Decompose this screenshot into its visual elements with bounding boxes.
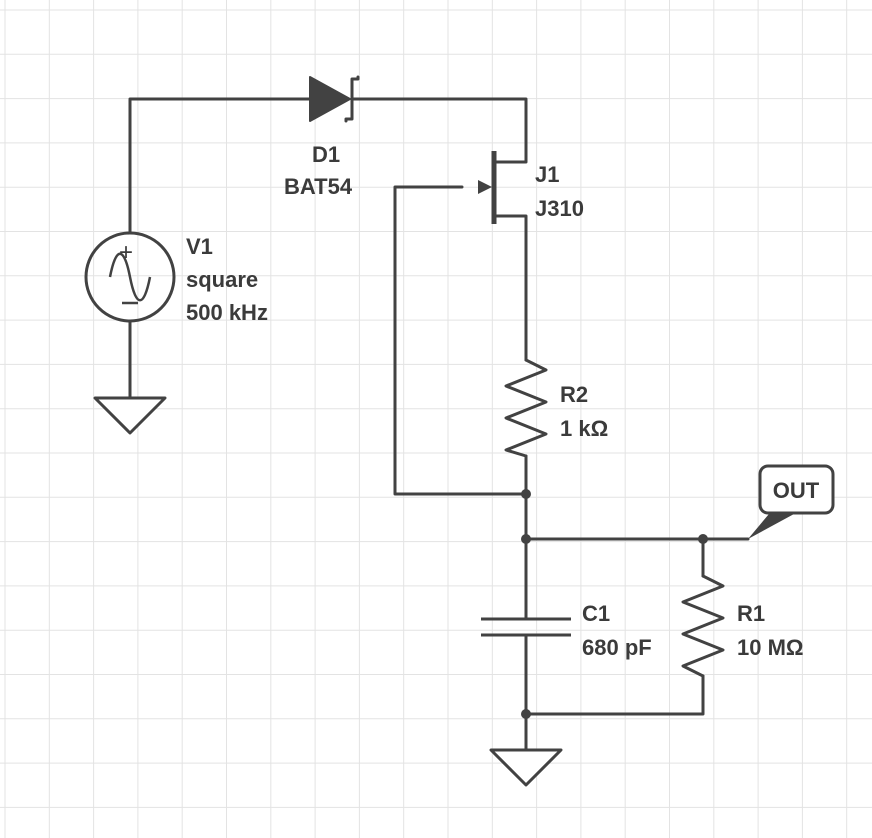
capacitor-c1[interactable]: C1 680 pF [481,601,652,660]
ac-source-circle-icon [84,231,176,323]
junction-dot [521,709,531,719]
wire-r1-to-ground-bus [524,674,705,716]
wire-source-to-r2 [492,214,528,362]
ground-symbol [489,748,563,787]
net-label-out[interactable]: OUT [748,464,835,539]
resistor-r1[interactable]: R1 10 MΩ [681,574,804,678]
net-label-out-text: OUT [773,478,820,503]
c1-ref-label: C1 [582,601,610,626]
r2-ref-label: R2 [560,382,588,407]
sine-wave-icon [108,252,152,302]
ground-icon [93,396,167,435]
wire-source-to-diode [128,97,312,234]
ground-icon [489,748,563,787]
junction-dot [521,534,531,544]
r2-value-label: 1 kΩ [560,416,608,441]
net-label-box [758,464,835,515]
diode-triangle-icon [309,76,351,122]
ground-symbol [93,396,167,435]
r1-ref-label: R1 [737,601,765,626]
junctions [521,489,708,719]
net-label-pointer-icon [748,508,794,539]
c1-value-label: 680 pF [582,635,652,660]
jfet-gate-arrow-icon [478,180,492,194]
voltage-source-v1[interactable]: + V1 square 500 kHz [84,231,268,325]
plus-sign-icon: + [119,239,133,266]
d1-ref-label: D1 [312,142,340,167]
resistor-zigzag-icon [504,358,548,458]
j1-value-label: J310 [535,196,584,221]
wire-diode-to-drain [350,97,528,164]
wires [128,97,750,752]
v1-waveform-label: square [186,267,258,292]
v1-ref-label: V1 [186,234,213,259]
diode-d1[interactable]: D1 BAT54 [284,75,360,199]
wire-gate-feedback [393,185,528,496]
j1-ref-label: J1 [535,162,559,187]
junction-dot [521,489,531,499]
d1-value-label: BAT54 [284,174,353,199]
schottky-bar-icon [344,75,360,123]
junction-dot [698,534,708,544]
r1-value-label: 10 MΩ [737,635,804,660]
resistor-zigzag-icon [681,574,725,678]
jfet-j1[interactable]: J1 J310 [478,151,584,224]
resistor-r2[interactable]: R2 1 kΩ [504,358,608,458]
v1-frequency-label: 500 kHz [186,300,268,325]
